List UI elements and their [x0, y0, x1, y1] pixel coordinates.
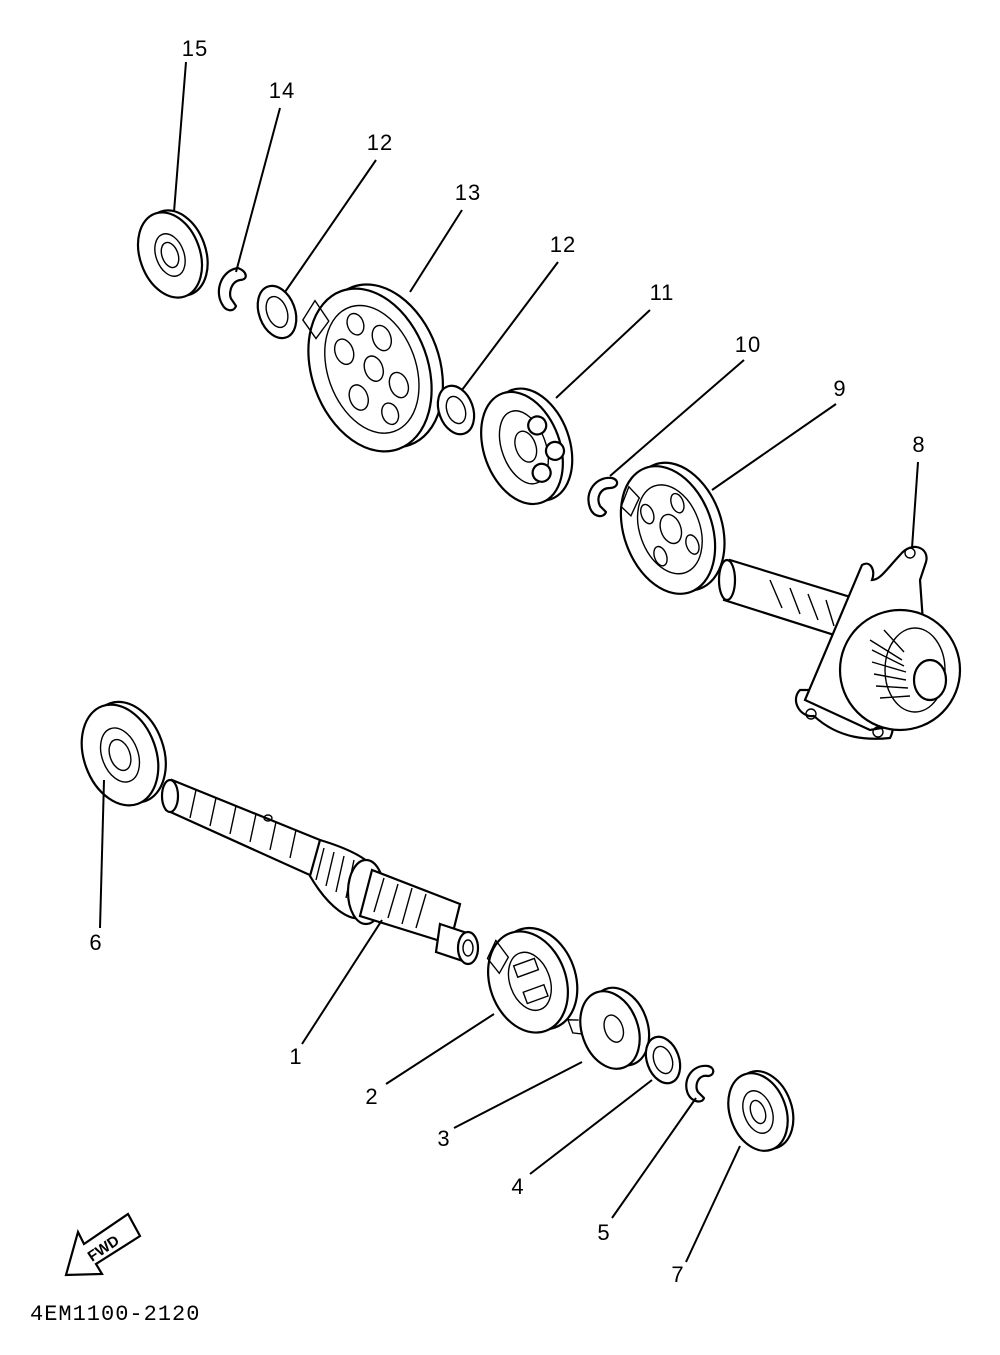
callout-labels: 15 14 12 13 12 11 10 9 8 6 1 2 3 4 5 7: [89, 36, 925, 1287]
callout-10: 10: [735, 332, 761, 357]
part-5-circlip: [685, 1064, 715, 1103]
callout-7: 7: [671, 1262, 684, 1287]
part-3-gear: [566, 986, 651, 1070]
part-13-gear: [301, 283, 444, 453]
callout-15: 15: [182, 36, 208, 61]
callout-11: 11: [650, 280, 675, 305]
part-11-gear: [480, 387, 574, 506]
part-12-washer-lower: [436, 384, 476, 436]
part-4-washer: [644, 1035, 682, 1085]
part-8-shaft-housing: [717, 545, 962, 740]
callout-9: 9: [833, 376, 846, 401]
callout-2: 2: [365, 1084, 378, 1109]
callout-5: 5: [597, 1220, 610, 1245]
part-7-bearing: [727, 1070, 795, 1152]
part-14-circlip: [217, 266, 247, 312]
fwd-arrow-icon: FWD: [64, 1212, 142, 1277]
part-15-bearing: [136, 209, 209, 299]
callout-1: 1: [289, 1044, 302, 1069]
part-1-main-shaft: [160, 778, 480, 966]
callout-6: 6: [89, 930, 102, 955]
callout-12-lower: 12: [550, 232, 576, 257]
callout-14: 14: [269, 78, 295, 103]
diagram-code: 4EM1100-2120: [30, 1302, 200, 1327]
callout-4: 4: [511, 1174, 524, 1199]
part-9-gear: [619, 461, 726, 595]
callout-13: 13: [455, 180, 481, 205]
callout-12-upper: 12: [367, 130, 393, 155]
callout-8: 8: [912, 432, 925, 457]
part-2-gear: [486, 926, 579, 1034]
leader-lines: [99, 61, 919, 1263]
callout-3: 3: [437, 1126, 450, 1151]
part-12-washer-upper: [256, 284, 298, 340]
part-10-circlip: [587, 476, 619, 518]
